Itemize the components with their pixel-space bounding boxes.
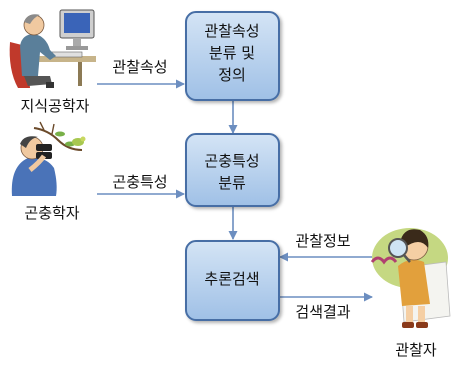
entomologist-illustration [11, 121, 86, 196]
search-box: 추론검색 [185, 240, 280, 321]
flow-label-search-result: 검색결과 [295, 303, 350, 321]
flow-label-observation-attributes: 관찰속성 [112, 58, 167, 76]
search-box-label: 추론검색 [204, 270, 259, 288]
insect-box-line2: 분류 [218, 174, 246, 192]
insect-box-line1: 곤충특성 [204, 152, 259, 170]
flow-label-observation-info: 관찰정보 [295, 232, 350, 250]
observer-illustration [370, 228, 451, 328]
classify-box-line1: 관찰속성 [204, 22, 259, 40]
insect-classification-box: 곤충특성 분류 [185, 133, 280, 207]
flow-label-insect-characteristics: 곤충특성 [112, 173, 167, 191]
classify-box-line2: 분류 및 [209, 44, 255, 62]
knowledge-engineer-illustration [9, 9, 96, 88]
arrows [97, 79, 373, 302]
classify-box: 관찰속성 분류 및 정의 [185, 11, 280, 101]
classify-box-line3: 정의 [218, 66, 246, 84]
entomologist-label: 곤충학자 [24, 204, 79, 222]
observer-label: 관찰자 [395, 341, 437, 359]
knowledge-engineer-label: 지식공학자 [20, 97, 89, 115]
